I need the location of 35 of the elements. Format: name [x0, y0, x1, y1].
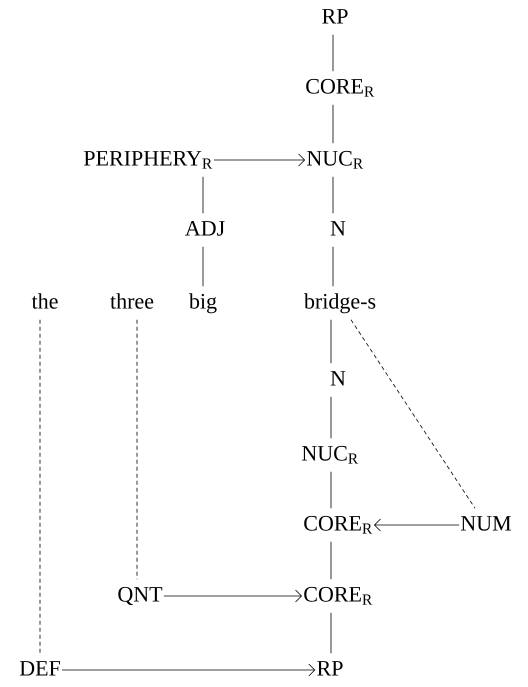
arrow [213, 154, 306, 166]
tree-line [330, 612, 332, 654]
tree-label: CORE$_{R}$ [304, 516, 372, 534]
tree-line [330, 541, 332, 580]
tree-line [332, 34, 334, 72]
tree-label: PERIPHERY$_{R}$ [84, 151, 212, 169]
tree-label: NUM [460, 516, 512, 531]
tree-label: CORE$_{R}$ [306, 78, 374, 97]
tree-label: RP [317, 661, 343, 676]
tree-label: the [32, 293, 58, 309]
tree-label: big [188, 293, 217, 314]
arrow [374, 518, 460, 532]
tree-line [202, 246, 204, 287]
tree-label: CORE$_{R}$ [304, 586, 372, 605]
tree-label: NUC$_{R}$ [307, 150, 364, 169]
tree-line [332, 176, 334, 214]
tree-label: DEF [20, 661, 60, 676]
tree-line [332, 104, 334, 144]
tree-line [330, 319, 332, 364]
tree-label: bridge-s [304, 293, 376, 314]
tree-label: QNT [118, 586, 162, 606]
tree-label: N [330, 371, 346, 386]
tree-line [202, 176, 204, 214]
arrow [62, 664, 316, 676]
tree-line [330, 396, 332, 439]
tree-label: NUC$_{R}$ [302, 446, 358, 464]
tree-line [330, 471, 332, 509]
arrow [163, 590, 302, 602]
tree-label: N [330, 221, 346, 236]
tree-line [332, 246, 334, 287]
tree-label: RP [322, 9, 348, 24]
tree-label: ADJ [185, 220, 225, 236]
dashed-line [136, 319, 138, 580]
dashed-line [350, 319, 476, 509]
tree-label: three [110, 293, 154, 309]
